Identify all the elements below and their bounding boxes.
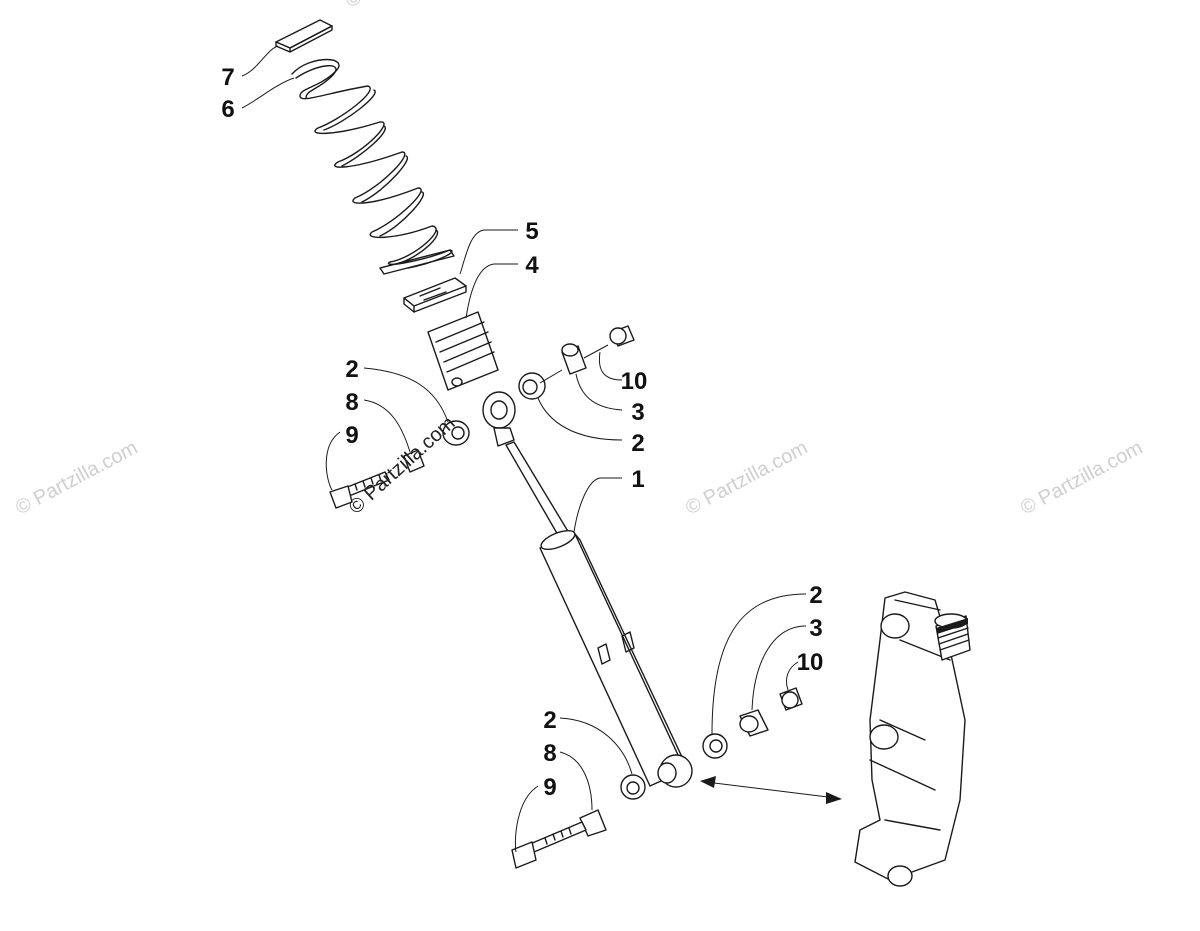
callout-3-upper: 3 [631,399,644,426]
callout-7: 7 [221,64,234,91]
watermark: © Partzilla.com [12,437,141,520]
shock-absorber [482,391,693,788]
bump-stop-boot [427,311,499,391]
callout-2-upper-right: 2 [631,430,644,457]
callout-2-lower-left: 2 [543,707,556,734]
callout-2-upper-left: 2 [345,356,358,383]
watermark-center: © Partzilla.com [345,412,460,519]
spring-seat [403,277,467,313]
upper-left-hardware [329,420,470,509]
callout-1: 1 [631,466,644,493]
lower-right-hardware [702,687,803,759]
lower-left-hardware [511,774,646,869]
watermark: © Partzilla.com [342,0,471,12]
callout-leaders [241,45,807,853]
mounting-arrow [700,776,842,804]
callout-10-upper: 10 [621,368,648,395]
callout-5: 5 [525,218,538,245]
callout-9-upper: 9 [345,422,358,449]
callout-2-lower-right: 2 [809,582,822,609]
callout-8-lower: 8 [543,740,556,767]
callout-8-upper: 8 [345,389,358,416]
callout-4: 4 [525,252,539,279]
callout-numbers: 7 6 5 4 2 8 9 10 3 2 1 2 3 10 2 8 9 [221,64,823,801]
watermark: © Partzilla.com [682,437,811,520]
callout-6: 6 [221,96,234,123]
watermark: © Partzilla.com [1017,437,1146,520]
coil-spring [291,58,455,275]
spring-cap [275,19,333,53]
steering-knuckle [854,591,971,887]
callout-3-lower: 3 [809,615,822,642]
upper-right-hardware [518,325,635,400]
callout-10-lower: 10 [797,649,824,676]
callout-9-lower: 9 [543,774,556,801]
